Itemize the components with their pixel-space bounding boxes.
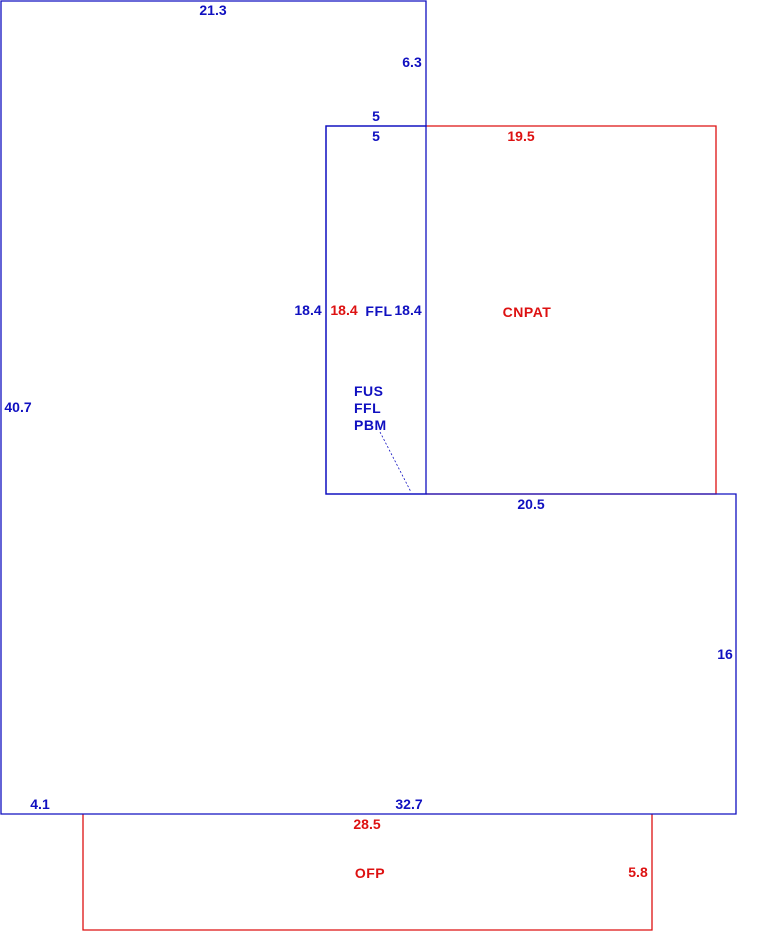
dim-notch-top-b: 5: [372, 128, 380, 144]
dim-left: 40.7: [4, 399, 31, 415]
canopy-outline: [426, 125, 717, 495]
label-stack-3: PBM: [354, 417, 387, 433]
label-leader-line: [379, 431, 412, 493]
dim-top: 21.3: [199, 2, 226, 18]
label-stack-1: FUS: [354, 383, 384, 399]
dim-canopy-top: 19.5: [507, 128, 534, 144]
dim-porch-top: 28.5: [353, 816, 380, 832]
dim-step: 20.5: [517, 496, 544, 512]
dim-canopy-left: 18.4: [330, 302, 357, 318]
dim-bottom-left: 4.1: [30, 796, 50, 812]
porch-outline: [82, 814, 653, 931]
dim-notch-left: 18.4: [294, 302, 321, 318]
dim-right-upper: 6.3: [402, 54, 422, 70]
dim-bottom: 32.7: [395, 796, 422, 812]
label-porch: OFP: [355, 865, 385, 881]
dim-notch-inner: 18.4: [394, 302, 421, 318]
label-ffl: FFL: [365, 303, 392, 319]
label-canopy: CNPAT: [503, 304, 552, 320]
dim-notch-top-a: 5: [372, 108, 380, 124]
dim-porch-right: 5.8: [628, 864, 648, 880]
ffl-section-outline: [325, 125, 427, 495]
dim-right-lower: 16: [717, 646, 733, 662]
label-stack-2: FFL: [354, 400, 381, 416]
